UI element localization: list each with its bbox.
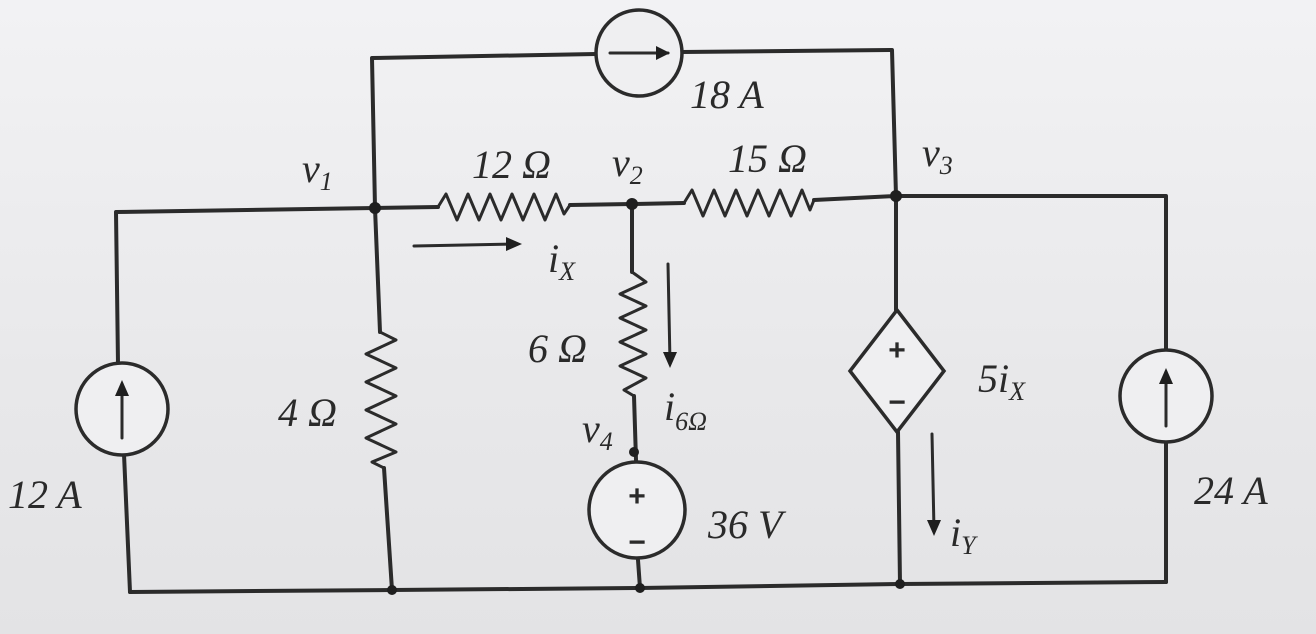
resistor-15ohm bbox=[682, 188, 816, 218]
label-12a: 12 A bbox=[8, 472, 82, 517]
label-v2: v2 bbox=[612, 140, 643, 190]
junction-ground-2 bbox=[635, 583, 645, 593]
arrow-i6 bbox=[663, 262, 677, 368]
wire-v3-to-24a bbox=[894, 194, 1168, 354]
wire-v1-to-4ohm bbox=[373, 206, 382, 334]
label-iy: iY bbox=[950, 510, 978, 560]
wire-v1-to-12ohm bbox=[373, 205, 440, 210]
label-v1: v1 bbox=[302, 146, 333, 196]
label-18a: 18 A bbox=[690, 72, 764, 117]
label-i6ohm: i6Ω bbox=[664, 384, 707, 436]
wire-left-12a-top bbox=[114, 206, 377, 366]
junction-v2 bbox=[626, 198, 638, 210]
label-v3: v3 bbox=[922, 130, 953, 180]
label-v4: v4 bbox=[582, 406, 613, 456]
label-36v: 36 V bbox=[707, 502, 787, 547]
label-12ohm: 12 Ω bbox=[472, 142, 551, 187]
wire-ground-bus bbox=[128, 580, 1168, 594]
arrow-head-right bbox=[656, 46, 670, 60]
junction-ground-1 bbox=[387, 585, 397, 595]
current-source-18a bbox=[594, 8, 684, 98]
resistor-4ohm bbox=[364, 330, 398, 470]
arrow-iy-line bbox=[930, 432, 936, 532]
current-source-24a bbox=[1118, 348, 1214, 444]
junction-v1 bbox=[369, 202, 381, 214]
dependent-voltage-source: + − bbox=[847, 307, 947, 435]
minus-sign: − bbox=[628, 526, 646, 559]
current-source-12a bbox=[74, 361, 170, 457]
arrow-ix-line bbox=[412, 242, 518, 248]
arrow-head-up bbox=[1159, 368, 1173, 384]
junction-ground-3 bbox=[895, 579, 905, 589]
plus-sign: + bbox=[628, 480, 646, 513]
wire-top-18a-right bbox=[680, 48, 898, 198]
source-36v-circle bbox=[587, 460, 687, 560]
wire-top-18a-left bbox=[370, 52, 598, 210]
arrow-iy bbox=[927, 432, 941, 536]
wire-12ohm-to-v2 bbox=[568, 202, 634, 207]
junctions bbox=[369, 190, 905, 595]
label-15ohm: 15 Ω bbox=[728, 136, 807, 181]
junction-v3 bbox=[890, 190, 902, 202]
junction-v4 bbox=[629, 447, 639, 457]
label-24a: 24 A bbox=[1194, 468, 1268, 513]
wire-dep-to-ground bbox=[896, 430, 902, 586]
wire-4ohm-to-ground bbox=[382, 466, 394, 592]
diamond-source bbox=[847, 307, 947, 435]
label-6ohm: 6 Ω bbox=[528, 326, 587, 371]
plus-sign: + bbox=[888, 334, 906, 367]
label-ix: iX bbox=[548, 236, 576, 286]
arrow-head-down bbox=[663, 352, 677, 368]
arrow-i6-line bbox=[666, 262, 672, 364]
wire-15ohm-to-v3 bbox=[812, 194, 898, 202]
voltage-source-36v: + − bbox=[587, 460, 687, 560]
minus-sign: − bbox=[888, 386, 906, 419]
resistor-6ohm bbox=[618, 270, 648, 398]
resistor-12ohm bbox=[436, 192, 572, 222]
arrow-head-up bbox=[115, 380, 129, 396]
arrow-head-right bbox=[506, 237, 522, 251]
label-dependent-source: 5iX bbox=[978, 356, 1026, 406]
wire-left-12a-bottom bbox=[122, 452, 132, 594]
wire-v2-to-15ohm bbox=[630, 201, 686, 206]
arrow-ix bbox=[412, 237, 522, 251]
arrow-head-down bbox=[927, 520, 941, 536]
label-4ohm: 4 Ω bbox=[278, 390, 337, 435]
